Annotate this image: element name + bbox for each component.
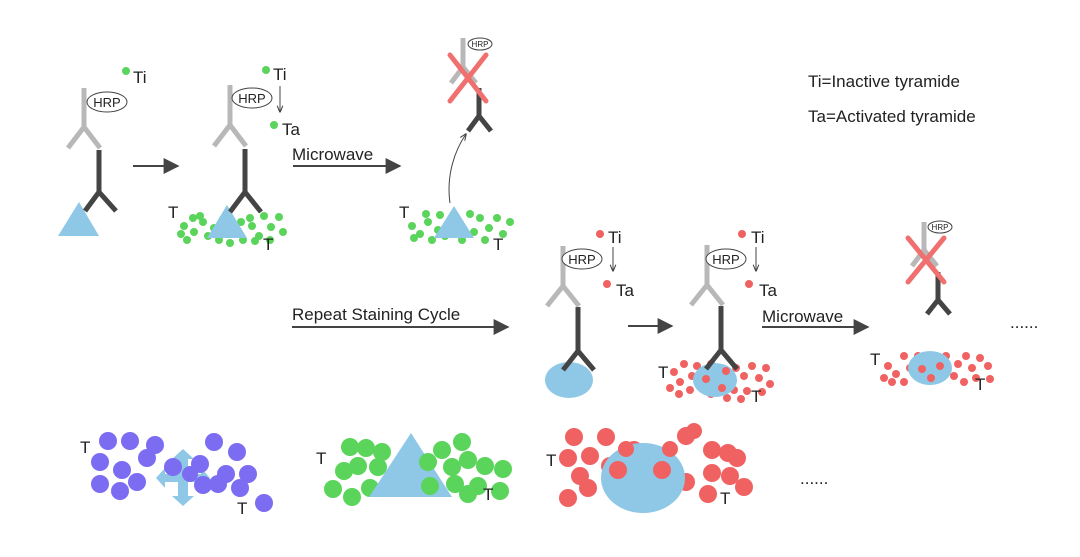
primary-antibody: [82, 150, 118, 213]
inactive-tyramide-dot: [122, 67, 130, 75]
secondary-antibody: [689, 245, 725, 307]
green-group: T T: [316, 433, 512, 506]
hrp-label: HRP: [472, 40, 489, 49]
hrp-enzyme: [467, 37, 493, 51]
ellipse-antigen-icon: [693, 363, 737, 397]
panel-3: T T HRP: [399, 37, 514, 254]
tyramide-bound-label: T: [483, 485, 493, 504]
legend-ti: Ti=Inactive tyramide: [808, 72, 960, 91]
ta-label: Ta: [759, 281, 778, 300]
tyramide-bound-label: T: [751, 387, 761, 406]
primary-antibody: [561, 307, 596, 372]
hrp-label: HRP: [238, 91, 265, 106]
ellipse-antigen-icon: [908, 351, 952, 385]
green-dot-cloud: [324, 433, 512, 506]
activated-tyramide-dot: [270, 121, 278, 129]
panel-2: HRP Ti Ta T T: [168, 65, 301, 254]
ti-label: Ti: [133, 68, 147, 87]
primary-antibody: [704, 306, 739, 371]
tyramide-bound-label: T: [975, 375, 985, 394]
secondary-antibody: [545, 246, 581, 308]
red-group: T T: [546, 423, 753, 513]
activated-tyramide-dot: [603, 280, 611, 288]
repeat-label: Repeat Staining Cycle: [292, 305, 460, 324]
purple-dot-cloud: [91, 432, 273, 512]
tyramide-bound-label: T: [316, 449, 326, 468]
tyramide-bound-label: T: [493, 235, 503, 254]
secondary-antibody: [212, 85, 248, 148]
panel-6: T T HRP: [870, 220, 994, 394]
ta-label: Ta: [282, 120, 301, 139]
tyramide-bound-label: T: [870, 350, 880, 369]
microwave-label: Microwave: [762, 307, 843, 326]
cross-icon: [447, 52, 489, 104]
tyramide-bound-label: T: [263, 235, 273, 254]
tyramide-bound-label: T: [546, 451, 556, 470]
release-curve-arrow: [448, 134, 466, 204]
hrp-enzyme: [231, 87, 273, 109]
tyramide-bound-label: T: [237, 499, 247, 518]
panel-5: HRP Ti Ta T T: [658, 228, 778, 406]
purple-group: T T: [80, 432, 273, 518]
hrp-enzyme: [705, 248, 747, 270]
ellipse-antigen-icon: [545, 362, 593, 398]
inactive-tyramide-dot: [738, 230, 746, 238]
ellipsis-top: ......: [1010, 313, 1038, 332]
activated-tyramide-dot: [745, 280, 753, 288]
hrp-enzyme: [561, 248, 603, 270]
primary-antibody: [228, 149, 263, 214]
ti-label: Ti: [751, 228, 765, 247]
hrp-enzyme: [86, 91, 128, 113]
inactive-tyramide-dot: [262, 66, 270, 74]
ellipse-antigen-icon: [601, 443, 685, 513]
ti-label: Ti: [273, 65, 287, 84]
red-dot-cloud-6: [880, 352, 994, 386]
tyramide-bound-label: T: [168, 203, 178, 222]
legend-ta: Ta=Activated tyramide: [808, 107, 976, 126]
hrp-label: HRP: [712, 252, 739, 267]
microwave-label: Microwave: [292, 145, 373, 164]
tyramide-bound-label: T: [399, 203, 409, 222]
tyramide-bound-label: T: [80, 438, 90, 457]
ti-label: Ti: [608, 228, 622, 247]
triangle-antigen-icon: [58, 202, 99, 236]
hrp-label: HRP: [93, 95, 120, 110]
inactive-tyramide-dot: [596, 230, 604, 238]
hrp-enzyme: [927, 220, 953, 234]
triangle-antigen-icon: [434, 206, 474, 238]
tyramide-bound-label: T: [658, 363, 668, 382]
red-dot-cloud: [559, 423, 753, 507]
secondary-antibody: [66, 88, 102, 150]
hrp-label: HRP: [932, 223, 949, 232]
panel-4: HRP Ti Ta: [545, 228, 635, 398]
panel-1: HRP Ti: [58, 67, 147, 236]
tyramide-bound-label: T: [720, 489, 730, 508]
triangle-antigen-icon: [207, 205, 247, 238]
cross-icon: [905, 235, 947, 285]
ta-label: Ta: [616, 281, 635, 300]
ellipsis-bottom: ......: [800, 469, 828, 488]
hrp-label: HRP: [568, 252, 595, 267]
